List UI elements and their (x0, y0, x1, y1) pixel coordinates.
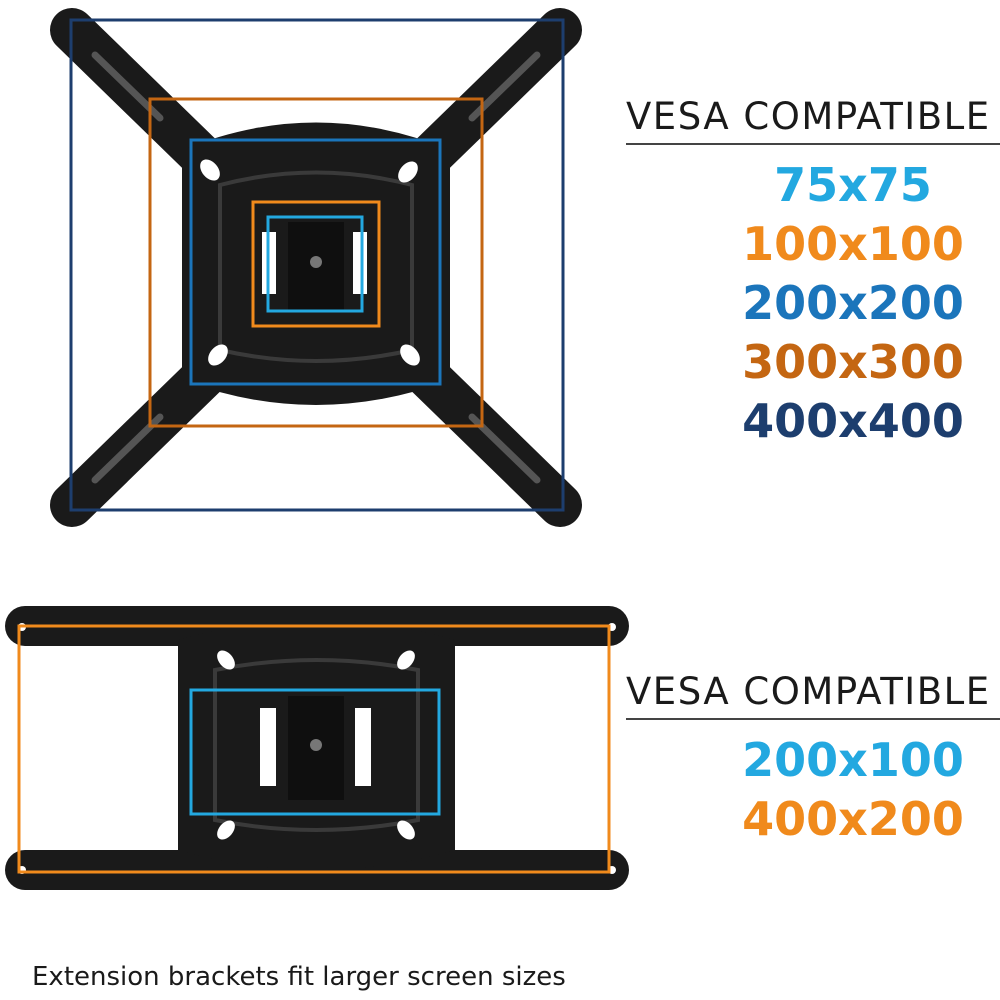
top-bracket-image (50, 8, 582, 527)
bottom-vesa-size-list: 200x100 400x200 (626, 731, 1000, 849)
vesa-size-75x75: 75x75 (774, 158, 932, 212)
vesa-size-300x300: 300x300 (742, 335, 964, 389)
vesa-size-200x100: 200x100 (742, 733, 964, 787)
caption-text: Extension brackets fit larger screen siz… (32, 962, 566, 992)
top-vesa-heading: VESA COMPATIBLE (626, 98, 1000, 145)
vesa-size-400x200: 400x200 (742, 792, 964, 846)
vesa-size-400x400: 400x400 (742, 394, 964, 448)
bottom-bracket-image (5, 606, 629, 890)
top-vesa-size-list: 75x75 100x100 200x200 300x300 400x400 (626, 156, 1000, 451)
vesa-size-200x200: 200x200 (742, 276, 964, 330)
vesa-size-100x100: 100x100 (742, 217, 964, 271)
bottom-vesa-heading: VESA COMPATIBLE (626, 673, 1000, 720)
